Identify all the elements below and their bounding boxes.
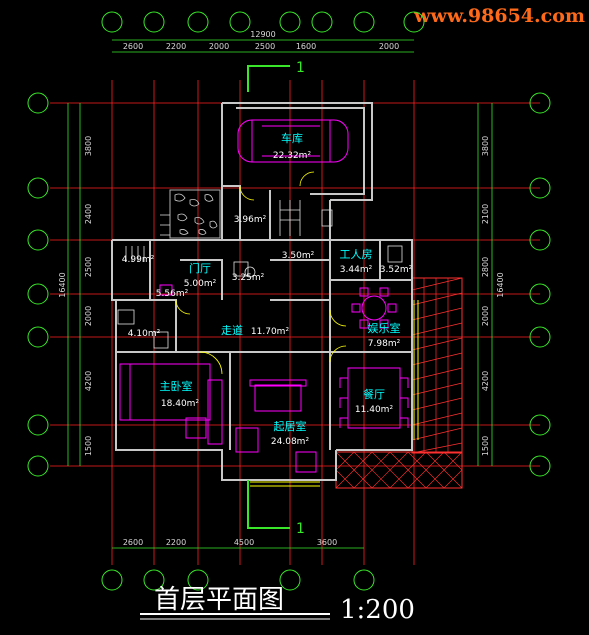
walls [111,102,413,481]
foyer-name: 门厅 [189,261,211,275]
dim-right-3: 2800 [481,257,490,277]
section-mark-bottom: 1 [296,521,305,537]
room-labels: 车库 22.32m² 3.96m² 3.50m² 3.25m² 4.99m² 门… [122,131,413,447]
axis-bubbles [27,11,551,591]
dim-right-6: 1500 [481,436,490,456]
hallway-name: 走道 [221,323,243,337]
dim-left-overall: 16400 [58,272,67,297]
master-bedroom-name: 主卧室 [160,379,193,393]
dim-bottom-3: 4500 [234,538,254,547]
recreation-area: 7.98m² [368,339,401,349]
windows [250,300,419,487]
dim-left-2: 2400 [84,204,93,224]
dim-left-5: 4200 [84,371,93,391]
dims-left: 16400 3800 2400 2500 2000 4200 1500 [58,136,93,456]
furniture [119,119,409,473]
dim-right-4: 2000 [481,306,490,326]
drawing-title: 首层平面图 [154,585,284,615]
foyer-area: 5.00m² [184,279,217,289]
dim-top-5: 1600 [296,42,316,51]
dim-right-5: 4200 [481,371,490,391]
servant-bath-area: 3.52m² [380,265,413,275]
section-cut-marks [247,65,290,529]
dim-bottom-1: 2600 [123,538,143,547]
dim-top-1: 2600 [123,42,143,51]
door-swings [175,171,347,375]
dim-top-2: 2200 [166,42,186,51]
storage-area: 3.96m² [234,215,267,225]
dim-top-4: 2500 [255,42,275,51]
dim-right-1: 3800 [481,136,490,156]
garage-name: 车库 [281,131,303,145]
dim-left-6: 1500 [84,436,93,456]
dims-right: 16400 3800 2100 2800 2000 4200 1500 [481,136,505,456]
dining-area: 11.40m² [355,405,394,415]
recreation-name: 娱乐室 [368,321,401,335]
master-bedroom-area: 18.40m² [161,399,200,409]
foyer-small-area: 5.56m² [156,289,189,299]
stair-area-area: 4.99m² [122,255,155,265]
dim-left-1: 3800 [84,136,93,156]
dim-top-overall: 12900 [250,30,275,39]
garage-area: 22.32m² [273,151,312,161]
toilet-small-area: 3.25m² [232,273,265,283]
section-mark-top: 1 [296,60,305,76]
fixtures [117,200,403,349]
dim-bottom-2: 2200 [166,538,186,547]
living-name: 起居室 [274,419,307,433]
dim-top-6: 2000 [379,42,399,51]
hallway-area: 11.70m² [251,327,290,337]
living-area: 24.08m² [271,437,310,447]
drawing-scale: 1:200 [340,595,415,625]
dimension-lines [67,39,493,549]
bath-area: 4.10m² [128,329,161,339]
dim-top-3: 2000 [209,42,229,51]
watermark-text: www.98654.com [413,5,585,27]
dim-left-3: 2500 [84,257,93,277]
dining-name: 餐厅 [363,387,385,401]
dim-right-2: 2100 [481,204,490,224]
dim-left-4: 2000 [84,306,93,326]
dim-right-overall: 16400 [496,272,505,297]
servant-area: 3.44m² [340,265,373,275]
corridor-up-area: 3.50m² [282,251,315,261]
servant-name: 工人房 [340,248,373,261]
dim-bottom-4: 3600 [317,538,337,547]
